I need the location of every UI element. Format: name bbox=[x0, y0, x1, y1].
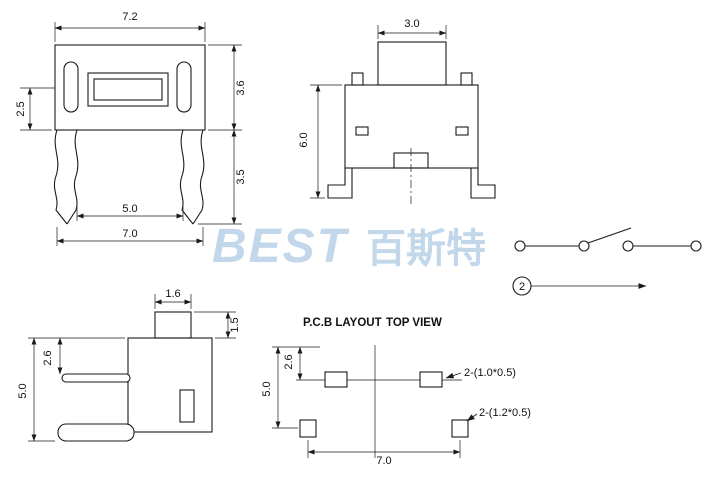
dim-front-body-height: 3.6 bbox=[235, 80, 247, 95]
button-outline-inner bbox=[93, 78, 163, 101]
right-leg-inner-edge bbox=[179, 129, 194, 225]
terminal-circle-2 bbox=[578, 240, 590, 252]
left-contact-window bbox=[355, 126, 369, 136]
pad-top-right bbox=[419, 371, 443, 388]
profile-view-dimension-lines bbox=[28, 294, 236, 442]
left-top-boss bbox=[351, 72, 364, 86]
terminal-circle-4 bbox=[690, 240, 702, 252]
left-foot bbox=[327, 168, 353, 199]
side-view: 3.0 6.0 bbox=[298, 18, 496, 206]
straight-pin bbox=[61, 373, 131, 383]
front-view-object-lines bbox=[53, 44, 206, 225]
pole-number-label: 2 bbox=[519, 281, 525, 293]
profile-view-object-lines bbox=[57, 311, 213, 442]
front-view: 7.2 3.6 3.5 2.5 5.0 7.0 bbox=[15, 11, 247, 246]
dim-profile-button-width: 1.6 bbox=[165, 288, 180, 300]
right-top-boss bbox=[460, 72, 473, 86]
left-slot bbox=[63, 61, 79, 113]
leader-outer-pads bbox=[466, 413, 478, 422]
dim-front-left-offset: 2.5 bbox=[15, 101, 27, 116]
dim-profile-total-height: 5.0 bbox=[17, 383, 29, 398]
dim-front-pin-span-outer: 7.0 bbox=[122, 228, 137, 240]
terminal-circle-3 bbox=[622, 240, 634, 252]
inner-contact-slot bbox=[179, 389, 195, 423]
right-slot bbox=[176, 61, 192, 113]
front-view-dimension-lines bbox=[20, 22, 242, 246]
dim-profile-pin-offset: 2.6 bbox=[42, 350, 54, 365]
profile-view: 1.6 1.5 2.6 5.0 bbox=[17, 288, 241, 442]
dim-profile-button-height: 1.5 bbox=[229, 317, 241, 332]
pcb-layout-title: P.C.B LAYOUT bbox=[303, 317, 382, 329]
leader-inner-pads bbox=[445, 372, 462, 379]
dim-pcb-vertical-span: 5.0 bbox=[261, 381, 273, 396]
dim-pcb-pad-span: 7.0 bbox=[376, 455, 391, 467]
side-view-object-lines bbox=[327, 41, 496, 199]
dim-front-pin-span-inner: 5.0 bbox=[122, 203, 137, 215]
right-leg-outer-edge bbox=[192, 129, 205, 225]
left-leg-outer-edge bbox=[53, 129, 68, 225]
dim-side-button-width: 3.0 bbox=[404, 18, 419, 30]
pcb-pads bbox=[299, 371, 469, 438]
pcb-note-inner-pads: 2-(1.0*0.5) bbox=[464, 367, 516, 379]
left-leg-inner-edge bbox=[66, 129, 79, 225]
pcb-dimension-lines bbox=[272, 346, 461, 458]
button-stem-side bbox=[377, 41, 447, 86]
pcb-layout-title-2: TOP VIEW bbox=[386, 317, 442, 329]
watermark-latin: BEST bbox=[212, 220, 349, 273]
watermark-cjk: 百斯特 bbox=[366, 227, 487, 271]
right-contact-window bbox=[455, 126, 469, 136]
pad-bottom-left bbox=[299, 419, 317, 438]
right-foot bbox=[470, 168, 496, 199]
pcb-center-lines bbox=[296, 345, 462, 458]
dim-pcb-row-offset: 2.6 bbox=[283, 354, 295, 369]
pcb-layout-view: P.C.B LAYOUT TOP VIEW bbox=[261, 317, 531, 467]
switch-lever bbox=[587, 227, 632, 244]
pcb-note-outer-pads: 2-(1.2*0.5) bbox=[479, 407, 531, 419]
bent-foot-pin bbox=[57, 423, 135, 442]
terminal-circle-1 bbox=[514, 240, 526, 252]
pad-bottom-right bbox=[451, 419, 469, 438]
pad-top-left bbox=[324, 371, 348, 388]
dim-front-leg-length: 3.5 bbox=[235, 169, 247, 184]
schematic-object-lines bbox=[512, 227, 702, 296]
switch-body-profile bbox=[127, 337, 213, 433]
button-stem-profile bbox=[154, 311, 192, 339]
switch-body-front bbox=[54, 44, 206, 131]
dim-side-total-height: 6.0 bbox=[298, 132, 310, 147]
button-outline-outer bbox=[87, 72, 169, 107]
dim-front-top-width: 7.2 bbox=[122, 11, 137, 23]
schematic-symbol: 2 bbox=[512, 227, 702, 296]
watermark: BEST 百斯特 bbox=[212, 216, 486, 274]
side-view-dimension-lines bbox=[310, 25, 447, 199]
